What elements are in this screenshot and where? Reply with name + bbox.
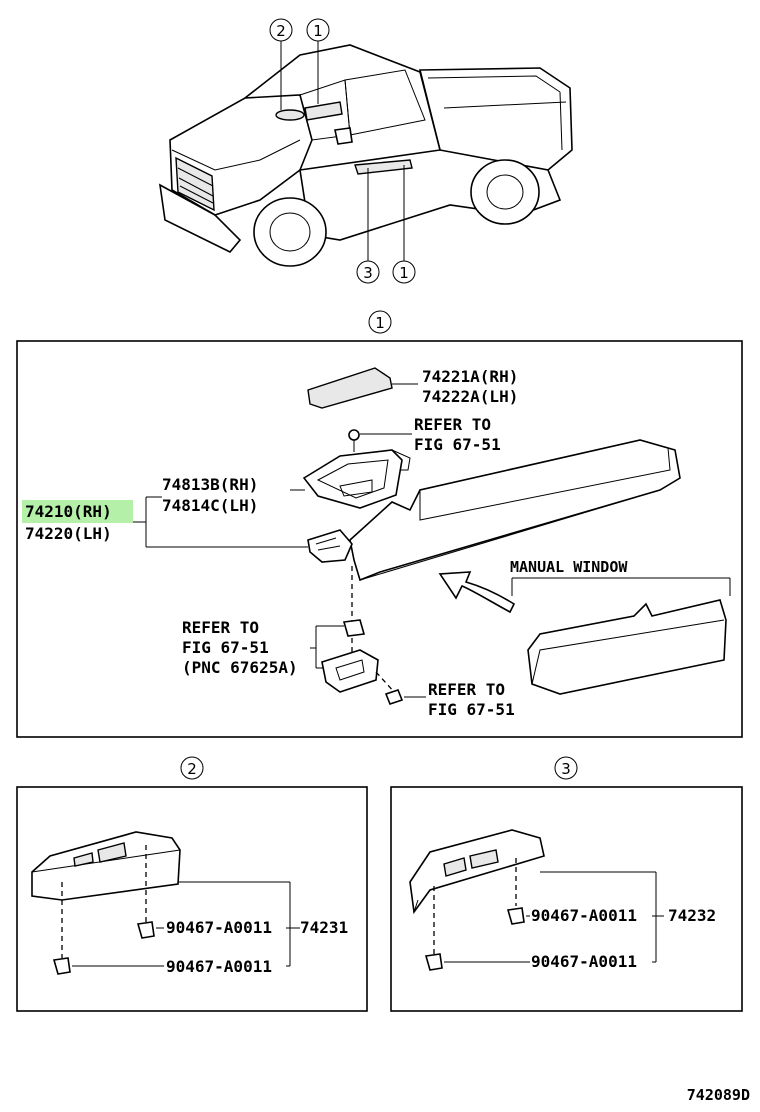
truck-illustration (158, 44, 573, 267)
clip-3-lower (424, 953, 443, 971)
plate-bracket (321, 649, 379, 693)
manual-window-inset (438, 571, 731, 695)
section-2-number: 2 (187, 760, 197, 778)
assembly-lh: 74220(LH) (25, 524, 112, 543)
section-2-frame (16, 786, 368, 1012)
section-2-clip-upper: 90467-A0011 (166, 918, 272, 937)
section-1-frame (16, 340, 743, 738)
callout-2-top: 2 (276, 22, 286, 40)
bolt-bottom (384, 689, 404, 705)
callout-1-top: 1 (313, 22, 323, 40)
refer-top-line1: REFER TO (414, 415, 491, 434)
refer-mid-line1: REFER TO (182, 618, 259, 637)
manual-window-label: MANUAL WINDOW (510, 558, 628, 576)
refer-mid-bracket (310, 625, 344, 669)
clip-3-upper (506, 907, 525, 925)
section-2-clip-lower: 90467-A0011 (166, 957, 272, 976)
truck-callouts-bottom: 3 1 (356, 165, 416, 284)
refer-top-line2: FIG 67-51 (414, 435, 501, 454)
section-3-bracket (540, 871, 664, 963)
armrest-base-part (290, 449, 411, 509)
clip-2-upper (136, 921, 155, 939)
truck-callouts-top: 2 1 (269, 18, 330, 110)
lamp-part-lh: 74222A(LH) (422, 387, 518, 406)
refer-mid-line3: (PNC 67625A) (182, 658, 298, 677)
assembly-bracket-lines (133, 496, 308, 548)
section-1-number: 1 (375, 314, 385, 332)
section-3-panel-part: 74232 (668, 906, 716, 925)
section-2-panel-part: 74231 (300, 918, 348, 937)
clip-mid (342, 619, 366, 637)
section-3-clip-upper: 90467-A0011 (531, 906, 637, 925)
section-3-number: 3 (561, 760, 571, 778)
refer-mid-line2: FIG 67-51 (182, 638, 269, 657)
clip-2-lower (52, 957, 71, 975)
screw-top (348, 429, 412, 452)
armrest-assembly-part (307, 439, 681, 582)
figure-code: 742089D (687, 1086, 750, 1104)
section-1-marker: 1 (368, 310, 392, 334)
assembly-rh: 74210(RH) (25, 502, 112, 521)
section-3-frame (390, 786, 743, 1012)
assembly-rh-highlight (22, 500, 133, 523)
callout-3-bottom: 3 (363, 264, 373, 282)
callout-1-bottom: 1 (399, 264, 409, 282)
refer-bottom-line1: REFER TO (428, 680, 505, 699)
armrest-base-lh: 74814C(LH) (162, 496, 258, 515)
lamp-cover-part (307, 367, 418, 409)
lamp-part-rh: 74221A(RH) (422, 367, 518, 386)
section-2-marker: 2 (180, 756, 204, 780)
refer-bottom-line2: FIG 67-51 (428, 700, 515, 719)
switch-panel-2 (31, 831, 181, 901)
armrest-base-rh: 74813B(RH) (162, 475, 258, 494)
switch-panel-3 (409, 829, 545, 915)
section-2-bracket (178, 881, 300, 967)
bolt-dash (375, 671, 397, 695)
section-3-clip-lower: 90467-A0011 (531, 952, 637, 971)
section-3-marker: 3 (554, 756, 578, 780)
